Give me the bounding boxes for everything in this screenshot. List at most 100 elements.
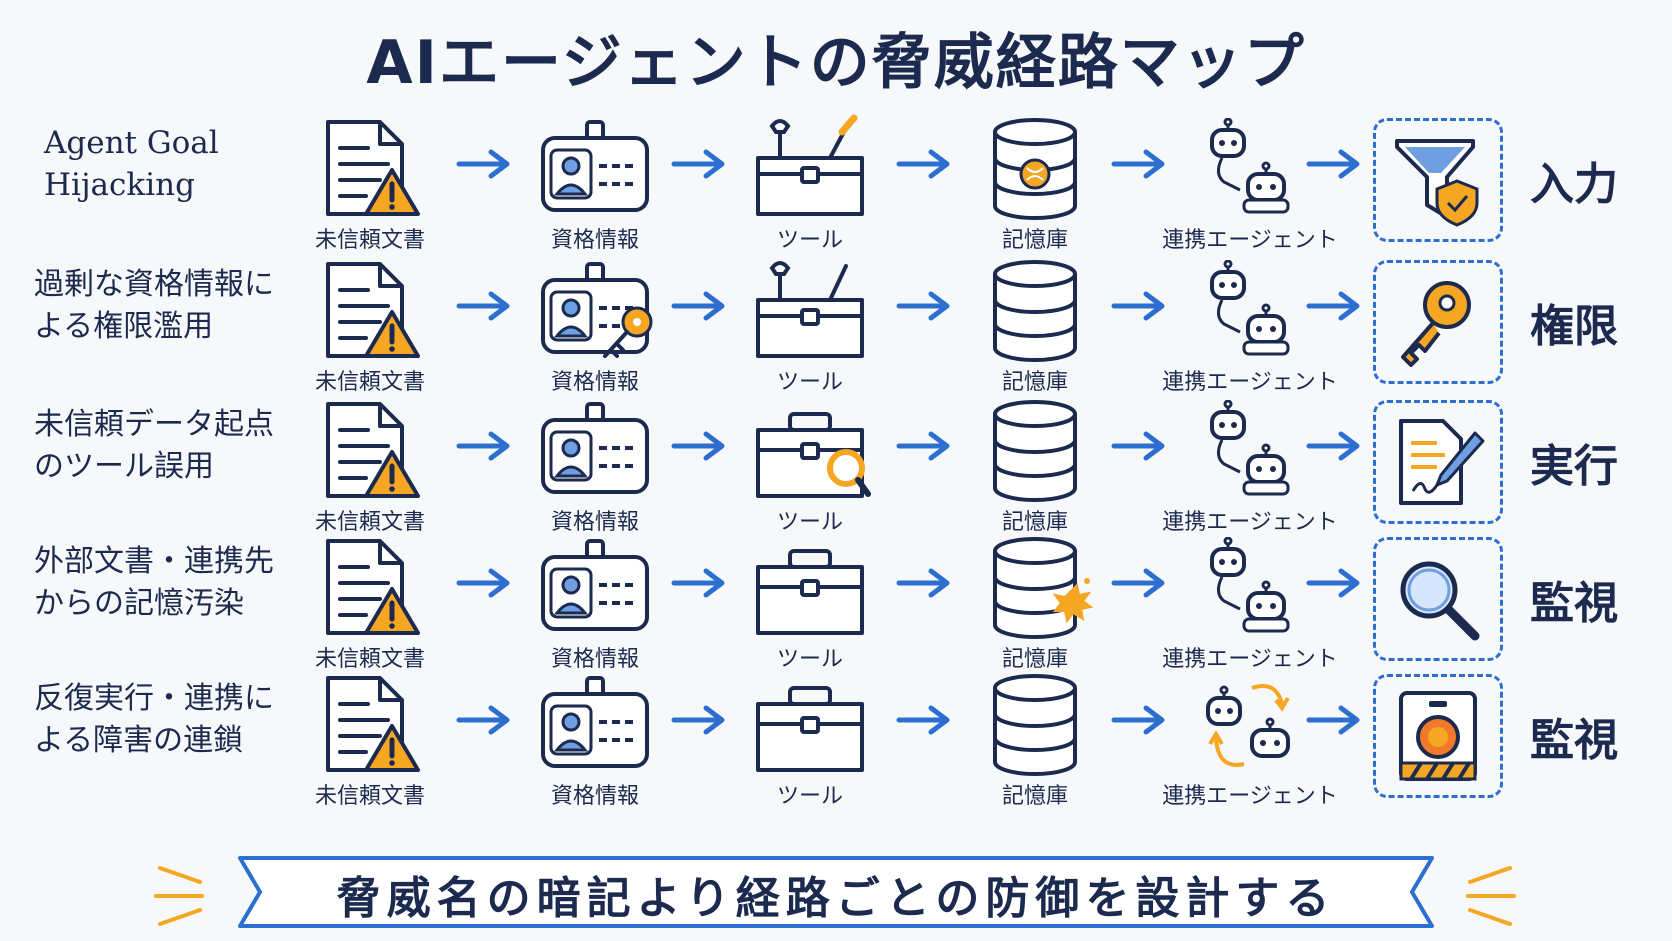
robots-icon [1190, 118, 1310, 222]
stage-credentials: 資格情報 [515, 674, 675, 809]
stage-label: 記憶庫 [1001, 370, 1068, 395]
stage-untrusted-document: 未信頼文書 [290, 674, 450, 809]
stage-label: 連携エージェント [1162, 228, 1338, 253]
defense-label: 入力 [1530, 159, 1618, 210]
conclusion-banner: 脅威名の暗記より経路ごとの防御を設計する [236, 852, 1436, 932]
stage-memory: 記憶庫 [955, 400, 1115, 535]
document-warning-icon [310, 674, 430, 778]
stage-tools: ツール [730, 114, 890, 253]
arrow-icon [455, 426, 515, 466]
stage-label: 未信頼文書 [314, 228, 425, 253]
stage-label: 資格情報 [550, 647, 639, 672]
stage-linked-agents: 連携エージェント [1162, 674, 1338, 809]
arrow-icon [1305, 563, 1365, 603]
defense-box [1373, 260, 1503, 384]
stage-tools: ツール [730, 400, 890, 535]
threat-label: 過剰な資格情報による権限濫用 [34, 267, 274, 344]
toolbox-icon [750, 674, 870, 778]
database-icon [975, 674, 1095, 778]
stage-memory: 記憶庫 [955, 537, 1115, 672]
filter-shield-icon [1395, 139, 1479, 227]
key-icon [1401, 281, 1471, 367]
magnifier-icon [1400, 561, 1480, 641]
stage-label: ツール [776, 228, 843, 253]
threat-label: 未信頼データ起点のツール誤用 [34, 407, 274, 484]
stage-label: 未信頼文書 [314, 370, 425, 395]
arrow-icon [455, 144, 515, 184]
database-brain-icon [975, 118, 1095, 222]
robots-icon [1190, 400, 1310, 504]
emergency-stop-icon [1399, 691, 1477, 781]
stage-credentials: 資格情報 [515, 537, 675, 672]
arrow-icon [1305, 286, 1365, 326]
stage-label: 未信頼文書 [314, 510, 425, 535]
stage-label: ツール [776, 370, 843, 395]
defense-label: 権限 [1530, 301, 1618, 352]
stage-credentials: 資格情報 [515, 400, 675, 535]
arrow-icon [895, 563, 955, 603]
arrow-icon [1305, 700, 1365, 740]
stage-untrusted-document: 未信頼文書 [290, 118, 450, 253]
database-icon [975, 260, 1095, 364]
stage-label: 連携エージェント [1162, 784, 1338, 809]
toolbox-magnifier-icon [750, 400, 871, 504]
document-warning-icon [310, 537, 430, 641]
stage-credentials: 資格情報 [515, 260, 675, 395]
arrow-icon [1110, 563, 1170, 603]
stage-untrusted-document: 未信頼文書 [290, 400, 450, 535]
arrow-icon [1110, 286, 1170, 326]
document-warning-icon [310, 400, 430, 504]
arrow-icon [670, 700, 730, 740]
banner-text: 脅威名の暗記より経路ごとの防御を設計する [336, 873, 1336, 924]
arrow-icon [1110, 426, 1170, 466]
stage-untrusted-document: 未信頼文書 [290, 260, 450, 395]
arrow-icon [895, 286, 955, 326]
defense-label: 実行 [1530, 441, 1618, 492]
toolbox-wrench-icon [756, 261, 864, 358]
database-stain-icon [975, 537, 1094, 641]
stage-label: 連携エージェント [1162, 370, 1338, 395]
robots-icon [1190, 537, 1310, 641]
threat-label: Agent Goal Hijacking [44, 125, 219, 203]
stage-untrusted-document: 未信頼文書 [290, 537, 450, 672]
stage-label: 資格情報 [550, 510, 639, 535]
stage-tools: ツール [730, 674, 890, 809]
defense-label: 監視 [1530, 578, 1618, 629]
threat-row-tool-misuse: 未信頼データ起点のツール誤用 未信頼文書 資格情報 ツール 記憶庫 連携エージェ… [0, 398, 1672, 538]
stage-label: 記憶庫 [1001, 228, 1068, 253]
id-badge-icon [535, 537, 655, 641]
stage-credentials: 資格情報 [515, 118, 675, 253]
defense-box [1373, 400, 1503, 524]
arrow-icon [670, 426, 730, 466]
stage-label: 記憶庫 [1001, 510, 1068, 535]
arrow-icon [455, 700, 515, 740]
stage-label: ツール [776, 784, 843, 809]
arrow-icon [455, 563, 515, 603]
threat-label: 反復実行・連携による障害の連鎖 [34, 681, 274, 758]
defense-box [1373, 674, 1503, 798]
threat-label: 外部文書・連携先からの記憶汚染 [34, 544, 274, 621]
arrow-icon [895, 700, 955, 740]
stage-linked-agents: 連携エージェント [1162, 537, 1338, 672]
defense-label: 監視 [1530, 715, 1618, 766]
stage-linked-agents: 連携エージェント [1162, 118, 1338, 253]
arrow-icon [895, 426, 955, 466]
arrow-icon [1110, 700, 1170, 740]
stage-linked-agents: 連携エージェント [1162, 260, 1338, 395]
id-badge-key-icon [535, 260, 653, 358]
id-badge-icon [535, 400, 655, 504]
id-badge-icon [535, 674, 655, 778]
threat-row-goal-hijacking: Agent Goal Hijacking 未信頼文書 資格情報 ツール 記憶庫 … [0, 114, 1672, 256]
toolbox-wrench-icon [756, 114, 864, 216]
stage-tools: ツール [730, 260, 890, 395]
arrow-icon [670, 286, 730, 326]
arrow-icon [1305, 426, 1365, 466]
stage-memory: 記憶庫 [955, 260, 1115, 395]
defense-box [1373, 118, 1503, 242]
page-title: AIエージェントの脅威経路マップ [366, 28, 1306, 98]
accent-burst-icon [154, 866, 204, 926]
stage-linked-agents: 連携エージェント [1162, 400, 1338, 535]
stage-label: 記憶庫 [1001, 647, 1068, 672]
document-warning-icon [310, 118, 430, 222]
document-warning-icon [310, 260, 430, 364]
